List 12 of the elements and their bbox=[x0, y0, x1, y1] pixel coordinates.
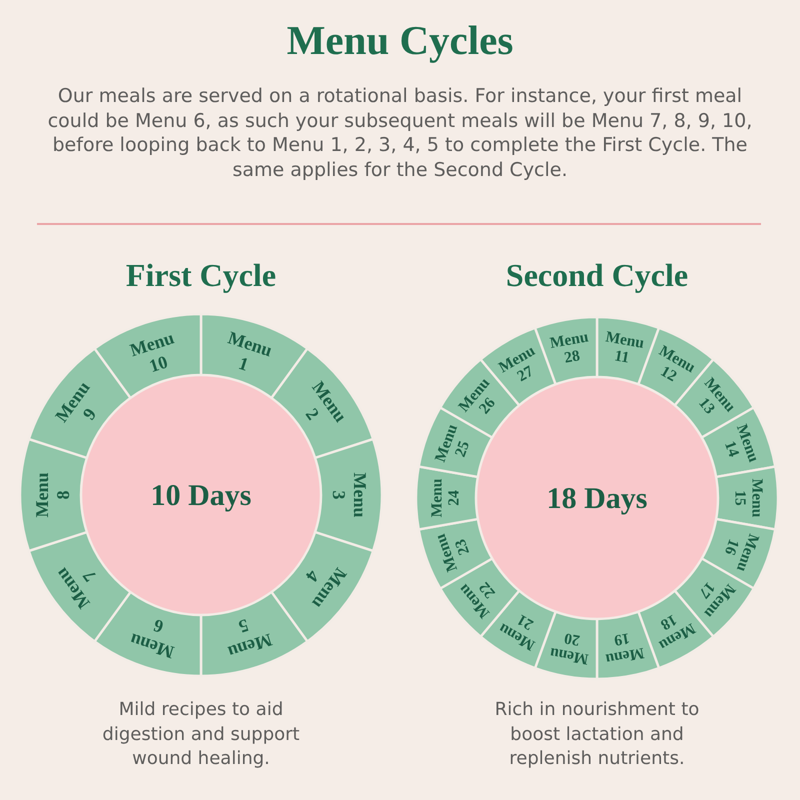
menu-segment: Menu 10 bbox=[93, 312, 202, 400]
menu-segment: Menu 3 bbox=[314, 438, 383, 552]
cycle-description: Rich in nourishment to boost lactation and replenish nutrients. bbox=[494, 698, 700, 771]
intro-paragraph: Our meals are served on a rotational basis. For instance, your first meal could be Menu 6, as such your subsequent meals will be Menu 7, 8, 9, 10, before looping back to Menu 1, 2, 3, 4, 5 to complete the First Cycle. The same applies for the Second Cycle. bbox=[48, 84, 752, 183]
menu-segment: Menu 5 bbox=[200, 590, 309, 678]
cycle-heading: First Cycle bbox=[126, 256, 276, 294]
cycle-description: Mild recipes to aid digestion and support wound healing. bbox=[101, 698, 301, 771]
menu-segment: Menu 1 bbox=[200, 312, 309, 400]
menu-segment: Menu 6 bbox=[93, 590, 202, 678]
menu-segment: Menu 8 bbox=[19, 438, 88, 552]
cycle-heading: Second Cycle bbox=[506, 256, 688, 294]
title: Menu Cycles bbox=[286, 17, 514, 63]
